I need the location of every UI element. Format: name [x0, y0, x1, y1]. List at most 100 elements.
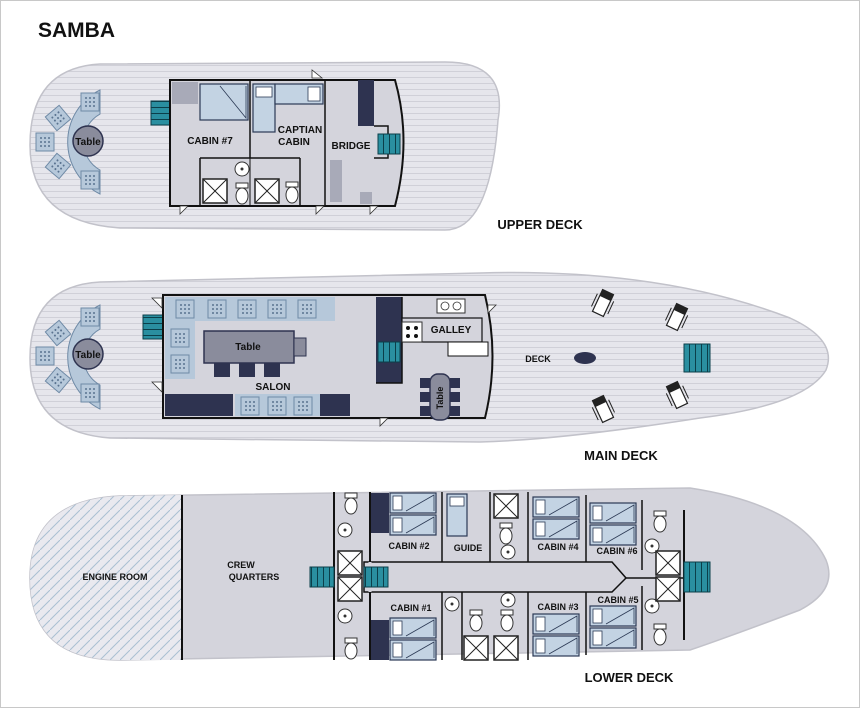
bridge-panel: [360, 192, 372, 204]
lower-deck-label: LOWER DECK: [585, 670, 674, 685]
bench-cushion: [80, 383, 100, 403]
main-stairs-fwd[interactable]: [142, 314, 164, 340]
bed: [199, 83, 249, 121]
toilet-icon: [653, 623, 667, 646]
shower-icon: [202, 178, 228, 204]
bench-cushion: [170, 328, 190, 348]
bed: [532, 635, 580, 657]
main-table-round: [72, 338, 104, 370]
bed: [532, 496, 580, 518]
bed: [589, 627, 637, 649]
shower-icon: [463, 635, 489, 661]
bench-cushion: [80, 307, 100, 327]
bench-cushion: [267, 299, 287, 319]
main-stairs-galley[interactable]: [377, 341, 401, 363]
lower-stairs-crew[interactable]: [309, 566, 335, 588]
bench-cushion: [297, 299, 317, 319]
upper-stairs-bridge[interactable]: [377, 133, 401, 155]
bench-cushion: [170, 354, 190, 374]
engine-room-area: [30, 495, 182, 660]
upper-stairs-aft[interactable]: [150, 100, 172, 126]
room-label-crew-quarters: QUARTERS: [229, 572, 280, 582]
toilet-icon: [653, 510, 667, 533]
bed: [389, 514, 437, 536]
upper-panel: [172, 82, 198, 104]
salon-table-label: Table: [235, 342, 261, 353]
room-label-guide: GUIDE: [454, 543, 483, 553]
wardrobe: [371, 493, 389, 533]
bed: [389, 617, 437, 639]
sink-icon: [337, 608, 353, 624]
lower-corridor: [363, 561, 628, 593]
bridge-panel: [330, 160, 342, 202]
hatch-icon: [337, 550, 363, 576]
room-label-crew: CREW: [227, 560, 255, 570]
bench-cushion: [293, 396, 313, 416]
bench-cushion: [240, 396, 260, 416]
bed: [389, 639, 437, 661]
sink-icon: [500, 544, 516, 560]
galley-table-label: Table: [435, 387, 445, 410]
sink-icon: [234, 161, 250, 177]
galley-counter: [376, 297, 402, 383]
bed: [389, 492, 437, 514]
room-label-deck: DECK: [525, 354, 551, 364]
room-label-cabin-2: CABIN #2: [388, 541, 429, 551]
bench-cushion: [35, 132, 55, 152]
salon-cabinet: [320, 394, 350, 416]
room-label-captain: CAPTIAN: [278, 125, 322, 136]
boat-title: SAMBA: [38, 19, 115, 42]
main-deck-label: MAIN DECK: [584, 448, 658, 463]
sink-icon: [337, 522, 353, 538]
toilet-icon: [344, 492, 358, 515]
room-label-cabin-4: CABIN #4: [537, 542, 578, 552]
room-label-engine-room: ENGINE ROOM: [82, 572, 147, 582]
room-label-cabin-3: CABIN #3: [537, 602, 578, 612]
upper-table-round: [72, 125, 104, 157]
bed: [532, 518, 580, 540]
main-stairs-aft[interactable]: [683, 343, 711, 373]
shower-icon: [493, 493, 519, 519]
toilet-icon: [235, 182, 249, 205]
room-label-captain-cabin: CABIN: [278, 137, 310, 148]
lower-stairs-aft[interactable]: [683, 561, 711, 593]
hatch-icon: [337, 576, 363, 602]
upper-deck-label: UPPER DECK: [497, 217, 583, 232]
bed: [589, 524, 637, 546]
toilet-icon: [500, 609, 514, 632]
bed: [532, 613, 580, 635]
bed: [589, 502, 637, 524]
room-label-cabin-6: CABIN #6: [596, 546, 637, 556]
room-label-salon: SALON: [256, 382, 291, 393]
bench-cushion: [80, 170, 100, 190]
wardrobe: [371, 620, 389, 660]
bench-cushion: [175, 299, 195, 319]
lower-stairs-fwd[interactable]: [363, 566, 389, 588]
hatch-icon: [655, 576, 681, 602]
toilet-icon: [344, 637, 358, 660]
toilet-icon: [469, 609, 483, 632]
room-label-bridge: BRIDGE: [332, 141, 371, 152]
main-deck: Table Table: [29, 271, 830, 463]
room-label-cabin-5: CABIN #5: [597, 595, 638, 605]
bench-cushion: [207, 299, 227, 319]
main-bow-table-label: Table: [75, 350, 101, 361]
sink-icon: [500, 592, 516, 608]
shower-icon: [254, 178, 280, 204]
toilet-icon: [285, 181, 299, 204]
bench-cushion: [267, 396, 287, 416]
galley-table: [429, 373, 451, 421]
upper-deck: Table CAB: [29, 61, 583, 232]
galley-shelf: [447, 341, 489, 357]
room-label-cabin-1: CABIN #1: [390, 603, 431, 613]
lower-deck: ENGINE ROOM CREW QUARTERS CABIN #2 GUIDE…: [29, 487, 830, 685]
toilet-icon: [499, 522, 513, 545]
room-label-cabin-7: CABIN #7: [187, 136, 233, 147]
bench-cushion: [80, 92, 100, 112]
upper-table-label: Table: [75, 137, 101, 148]
deck-hatch: [574, 352, 596, 364]
room-label-galley: GALLEY: [431, 325, 472, 336]
shower-icon: [493, 635, 519, 661]
bridge-console: [358, 80, 374, 126]
